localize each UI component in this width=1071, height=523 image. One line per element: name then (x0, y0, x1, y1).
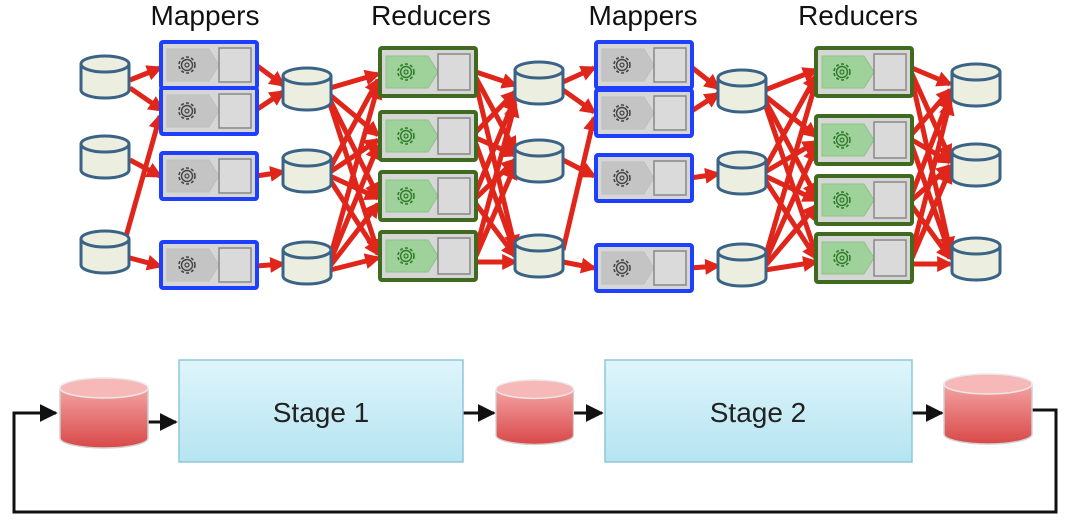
output-db-2 (950, 142, 1002, 188)
reducer-box (814, 232, 914, 284)
column-title-mappers-1: Mappers (151, 0, 260, 31)
intermediate-db (281, 148, 333, 194)
intermediate-db (513, 60, 565, 106)
mapper-box (161, 153, 257, 199)
output-db-1 (950, 62, 1002, 108)
mapper-box (596, 245, 692, 291)
mapper-box (161, 242, 257, 288)
stage-2-box (604, 359, 913, 463)
reducer-box (378, 230, 478, 282)
column-title-mappers-2: Mappers (589, 0, 698, 31)
reducer-box (814, 174, 914, 226)
intermediate-db (513, 233, 565, 279)
mapper-box (596, 42, 692, 88)
stage-1-label: Stage 1 (273, 397, 370, 428)
reducer-box (814, 114, 914, 166)
intermediate-db (716, 242, 768, 288)
mapper-box (596, 90, 692, 136)
output-db-3 (950, 236, 1002, 282)
input-db-2 (79, 134, 131, 180)
mapper-box (596, 155, 692, 201)
intermediate-db (281, 66, 333, 112)
reducer-box (814, 46, 914, 98)
mapper-box (161, 88, 257, 134)
reducer-box (378, 46, 478, 98)
column-title-reducers-1: Reducers (371, 0, 491, 31)
pipeline-arrows (12, 404, 1058, 514)
intermediate-db (716, 150, 768, 196)
intermediate-db (281, 240, 333, 286)
flow-arrows (122, 62, 956, 275)
storage-db-input (59, 377, 149, 449)
storage-db-middle (495, 379, 575, 446)
input-db-3 (79, 229, 131, 275)
stage-2-label: Stage 2 (710, 397, 807, 428)
intermediate-db (513, 138, 565, 184)
reducer-box (378, 110, 478, 162)
column-title-reducers-2: Reducers (798, 0, 918, 31)
stage-1-box (178, 359, 464, 463)
storage-db-output (943, 373, 1033, 445)
input-db-1 (79, 54, 131, 100)
intermediate-db (716, 68, 768, 114)
reducer-box (378, 170, 478, 222)
mapper-box (161, 42, 257, 88)
